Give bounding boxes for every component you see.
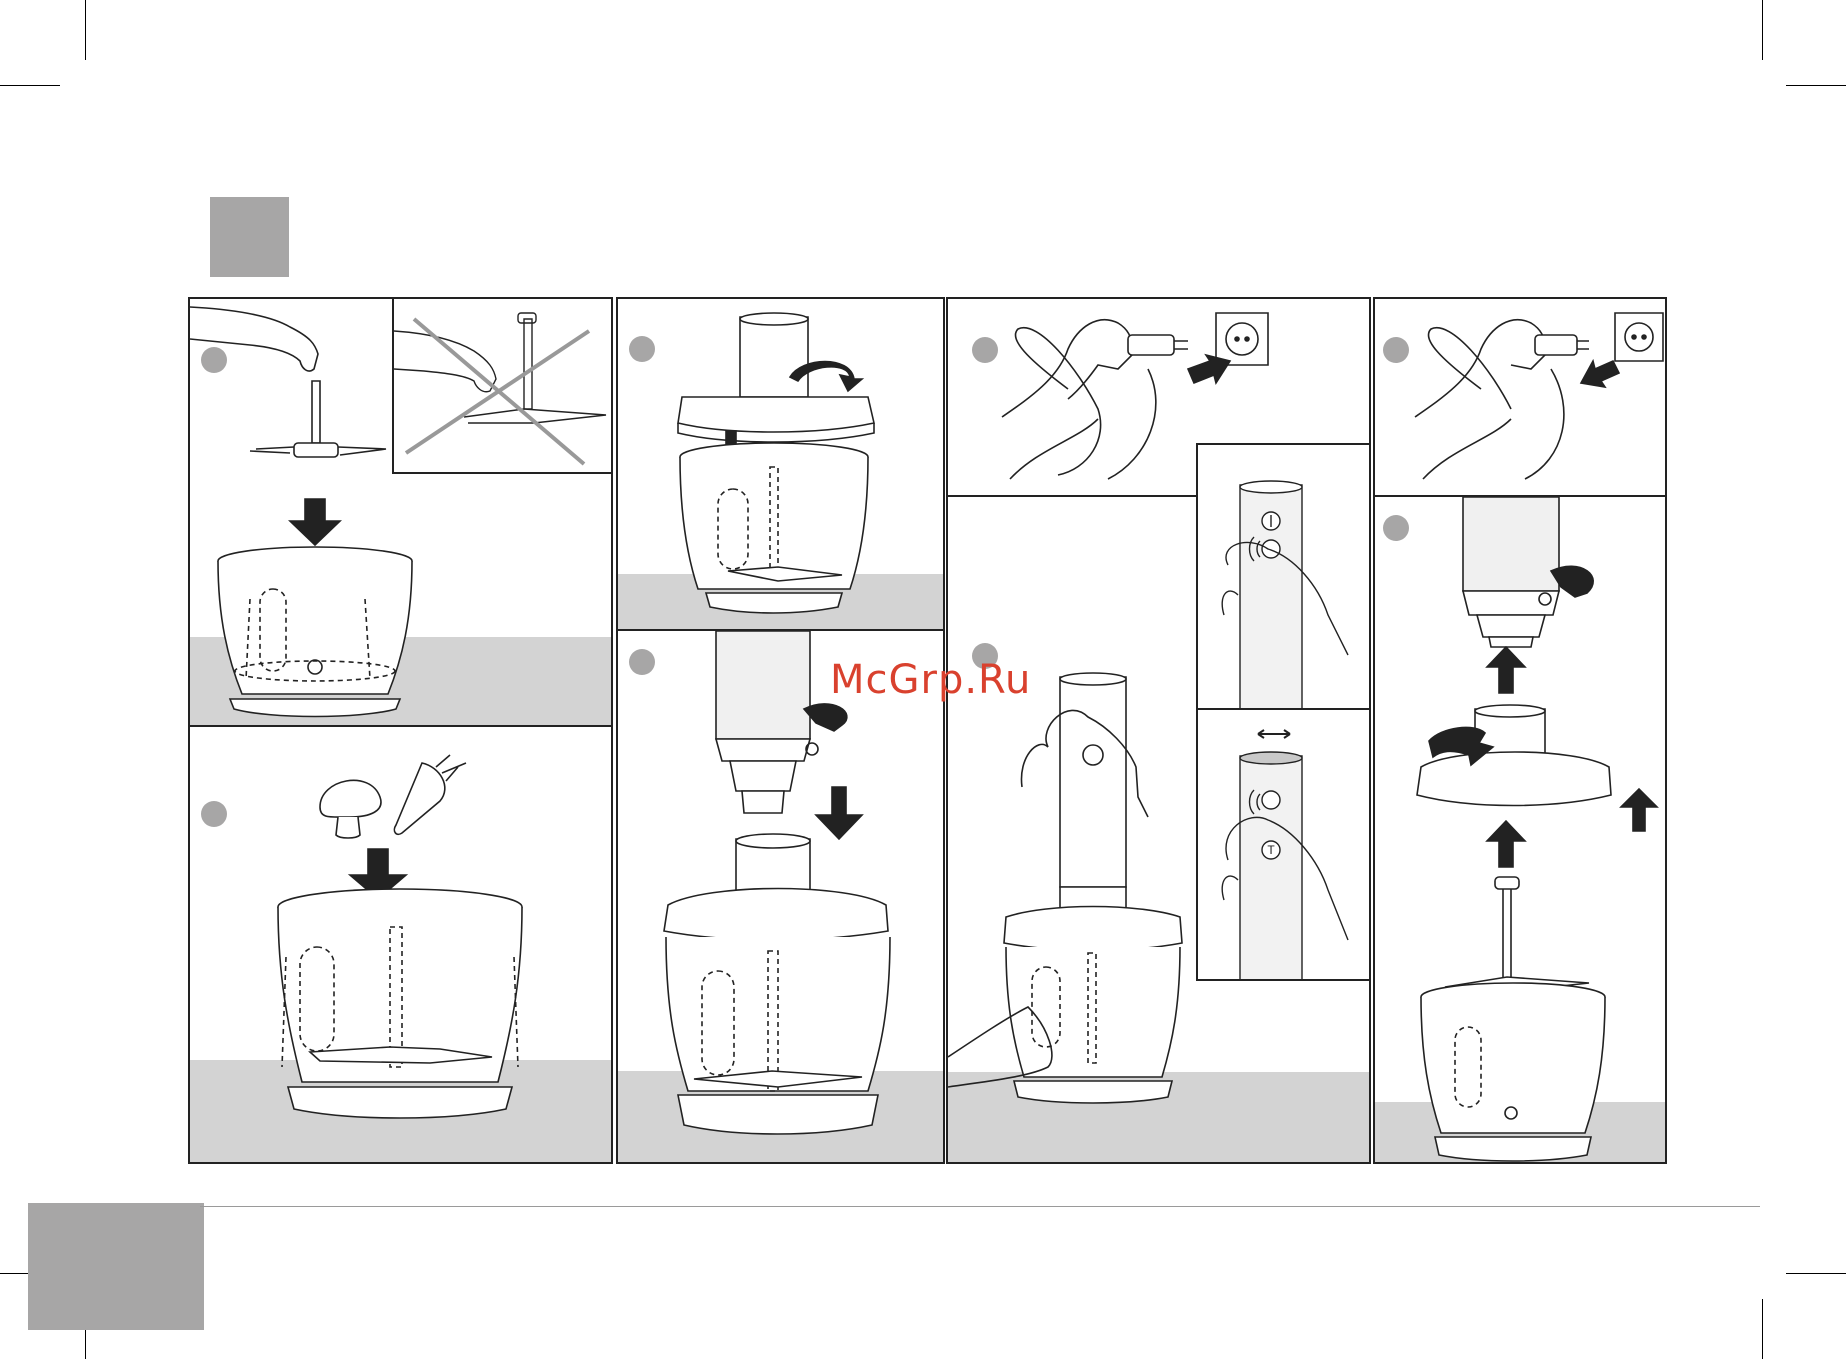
attach-motor-illustration [618, 631, 945, 1164]
panel-d-bottom [1373, 495, 1667, 1164]
panel-b-bottom [616, 629, 945, 1164]
incorrect-handling-illustration [394, 299, 613, 474]
page-number-block [28, 1203, 204, 1330]
crop-mark [1762, 0, 1763, 60]
watermark-text: McGrp.Ru [830, 657, 1031, 703]
panel-c-inset-turbo: T [1196, 708, 1371, 981]
turbo-button-illustration: T [1198, 710, 1371, 981]
panel-a-inset-wrong [392, 297, 613, 474]
panel-c-inset-speed [1196, 443, 1371, 710]
svg-text:T: T [1267, 843, 1275, 857]
crop-mark [1786, 1273, 1846, 1274]
crop-mark [1762, 1299, 1763, 1359]
crop-mark [1786, 85, 1846, 86]
disassemble-illustration [1375, 497, 1667, 1164]
attach-lid-illustration [618, 299, 945, 631]
section-marker-block [210, 197, 289, 277]
footer-rule [200, 1206, 1760, 1207]
panel-d-top [1373, 297, 1667, 497]
crop-mark [85, 0, 86, 60]
panel-b-top [616, 297, 945, 631]
speed-button-illustration [1198, 445, 1371, 710]
panel-a-bottom [188, 725, 613, 1164]
unplug-illustration [1375, 299, 1667, 497]
add-food-illustration [190, 727, 613, 1164]
crop-mark [0, 85, 60, 86]
